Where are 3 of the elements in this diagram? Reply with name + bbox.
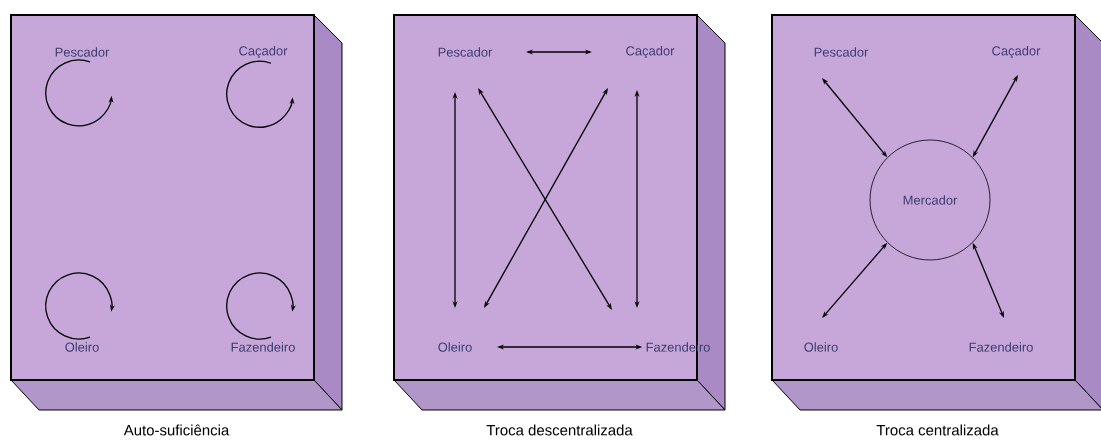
panel-caption: Auto-suficiência (123, 424, 230, 436)
panel-caption: Troca descentralizada (486, 424, 633, 436)
panel-caption: Troca centralizada (876, 424, 999, 436)
